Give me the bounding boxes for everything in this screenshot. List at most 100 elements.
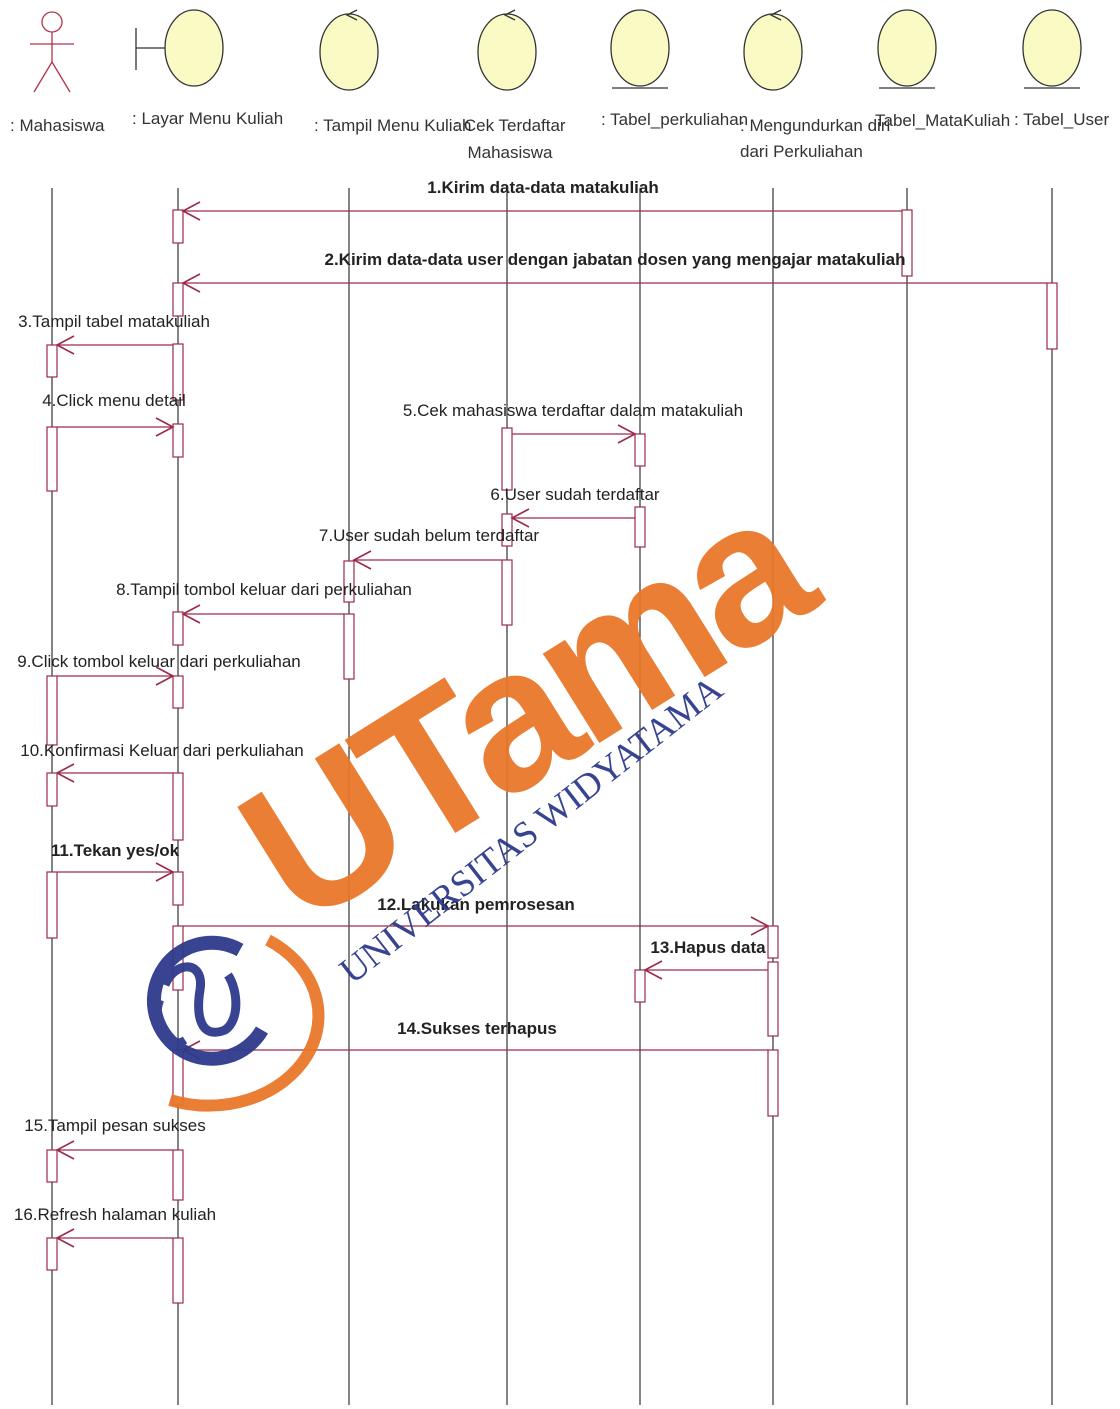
arrow-head-icon (55, 1228, 75, 1248)
activation-mahasiswa (46, 1149, 58, 1183)
arrow-head-icon (55, 763, 75, 783)
message-15: 15.Tampil pesan sukses (24, 1116, 206, 1160)
message-label: 12.Lakukan pemrosesan (377, 895, 574, 914)
message-label: 4.Click menu detail (42, 391, 186, 410)
activation-tabel_perkuliahan (634, 433, 646, 467)
object-tabel_user: : Tabel_User (1014, 9, 1109, 129)
message-label: 8.Tampil tombol keluar dari perkuliahan (116, 580, 412, 599)
activation-cek (501, 513, 513, 547)
activation-mahasiswa (46, 344, 58, 378)
message-label: 15.Tampil pesan sukses (24, 1116, 205, 1135)
message-label: 6.User sudah terdaftar (490, 485, 659, 504)
message-label: 14.Sukses terhapus (397, 1019, 557, 1038)
messages-layer: 1.Kirim data-data matakuliah 2.Kirim data… (14, 178, 1047, 1248)
message-14: 14.Sukses terhapus (181, 1019, 768, 1060)
activation-mahasiswa (46, 871, 58, 939)
object-tabel_perkuliahan: : Tabel_perkuliahan (601, 9, 748, 129)
control-icon (477, 9, 537, 91)
message-6: 6.User sudah terdaftar (490, 485, 660, 528)
activation-tabel_perkuliahan (634, 969, 646, 1003)
message-5: 5.Cek mahasiswa terdaftar dalam matakuli… (403, 401, 743, 444)
control-icon (743, 9, 803, 91)
activation-tabel_perkuliahan (634, 506, 646, 548)
activation-mundur (767, 1049, 779, 1117)
message-label: 16.Refresh halaman kuliah (14, 1205, 216, 1224)
activation-mahasiswa (46, 1237, 58, 1271)
arrow-head-icon (55, 335, 75, 355)
object-label-tabel_user: : Tabel_User (1014, 110, 1109, 129)
message-2: 2.Kirim data-data user dengan jabatan do… (181, 250, 1047, 293)
message-label: 3.Tampil tabel matakuliah (18, 312, 210, 331)
object-label-layar: : Layar Menu Kuliah (132, 109, 283, 128)
activation-mundur (767, 925, 779, 959)
arrow-head-icon (155, 666, 175, 686)
message-label: 7.User sudah belum terdaftar (319, 526, 540, 545)
message-label: 13.Hapus data (650, 938, 766, 957)
activation-layar (172, 871, 184, 906)
control-icon (319, 9, 379, 91)
arrow-head-icon (510, 508, 530, 528)
activation-layar (172, 209, 184, 244)
message-label: 1.Kirim data-data matakuliah (427, 178, 658, 197)
activation-layar (172, 282, 184, 317)
actor-icon (30, 11, 74, 93)
message-13: 13.Hapus data (643, 938, 768, 980)
activation-cek (501, 427, 513, 491)
arrow-head-icon (181, 273, 201, 293)
arrow-head-icon (643, 960, 663, 980)
message-label: 10.Konfirmasi Keluar dari perkuliahan (20, 741, 304, 760)
object-label-tabel_perkuliahan: : Tabel_perkuliahan (601, 110, 748, 129)
activation-layar (172, 611, 184, 646)
activation-tabel_mk (901, 209, 913, 277)
object-mahasiswa: : Mahasiswa (10, 11, 105, 135)
activation-tampil (343, 613, 355, 680)
arrow-head-icon (750, 916, 770, 936)
activation-tampil (343, 560, 355, 603)
message-7: 7.User sudah belum terdaftar (319, 526, 540, 570)
message-12: 12.Lakukan pemrosesan (183, 895, 770, 936)
object-label-mahasiswa: : Mahasiswa (10, 116, 105, 135)
message-10: 10.Konfirmasi Keluar dari perkuliahan (20, 741, 304, 783)
activation-layar (172, 1149, 184, 1201)
message-3: 3.Tampil tabel matakuliah (18, 312, 210, 355)
activation-layar (172, 1237, 184, 1304)
message-label: 5.Cek mahasiswa terdaftar dalam matakuli… (403, 401, 743, 420)
arrow-head-icon (181, 201, 201, 221)
objects-layer: : Mahasiswa : Layar Menu Kuliah : Tampil M… (10, 9, 1109, 162)
activation-layar (172, 675, 184, 709)
message-8: 8.Tampil tombol keluar dari perkuliahan (116, 580, 412, 624)
arrow-head-icon (155, 862, 175, 882)
entity-icon (610, 9, 670, 89)
activation-cek (501, 559, 513, 626)
message-1: 1.Kirim data-data matakuliah (181, 178, 902, 221)
activation-mundur (767, 961, 779, 1037)
object-tampil: : Tampil Menu Kuliah (314, 9, 472, 135)
message-9: 9.Click tombol keluar dari perkuliahan (17, 652, 301, 686)
message-4: 4.Click menu detail (42, 391, 186, 437)
widyatama-emblem (146, 934, 325, 1112)
message-11: 11.Tekan yes/ok (51, 841, 180, 882)
activation-layar (172, 423, 184, 458)
message-label: 2.Kirim data-data user dengan jabatan do… (325, 250, 906, 269)
arrow-head-icon (155, 417, 175, 437)
boundary-icon (135, 9, 224, 87)
arrow-head-icon (181, 604, 201, 624)
arrow-head-icon (55, 1140, 75, 1160)
message-label: 11.Tekan yes/ok (51, 841, 180, 860)
activation-tabel_user (1046, 282, 1058, 350)
activation-mahasiswa (46, 772, 58, 807)
activation-layar (172, 772, 184, 841)
arrow-head-icon (617, 424, 637, 444)
entity-icon (877, 9, 937, 89)
activation-layar (172, 343, 184, 401)
message-16: 16.Refresh halaman kuliah (14, 1205, 216, 1248)
entity-icon (1022, 9, 1082, 89)
activation-mahasiswa (46, 426, 58, 492)
object-label-tabel_mk: Tabel_MataKuliah (875, 111, 1010, 130)
